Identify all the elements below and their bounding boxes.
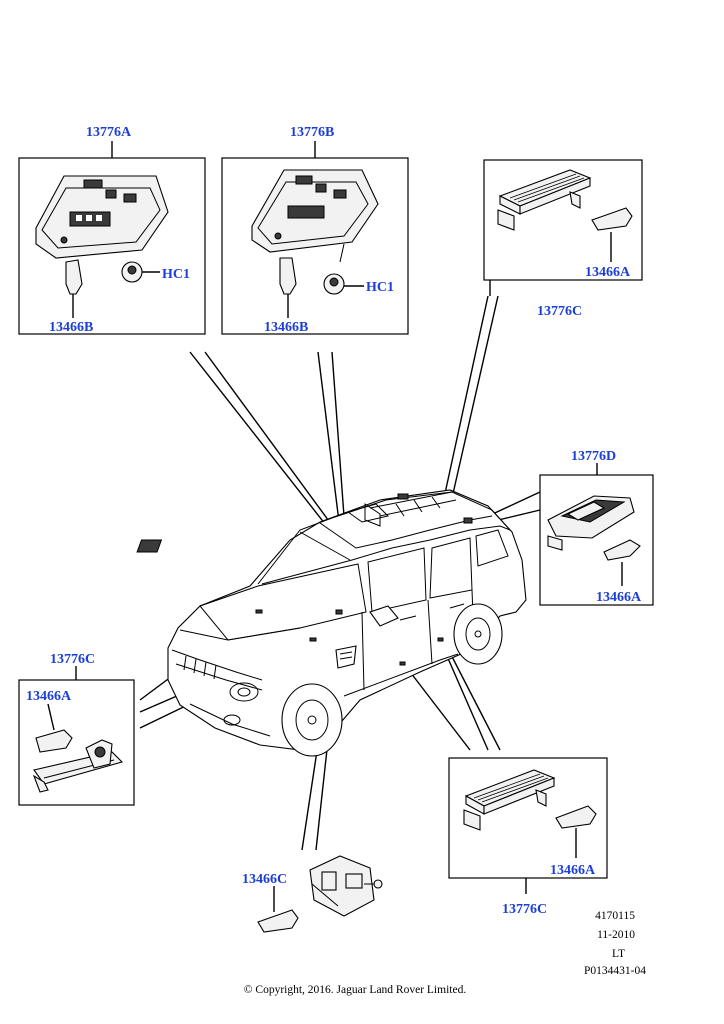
ref-line-2: 11-2010 xyxy=(597,929,635,941)
ref-line-1: 4170115 xyxy=(595,910,635,922)
label-hc1-a: HC1 xyxy=(162,267,190,282)
label-13466b-b: 13466B xyxy=(264,320,308,335)
label-13776d: 13776D xyxy=(571,449,616,464)
label-13776c-top: 13776C xyxy=(537,304,582,319)
label-13466a-top: 13466A xyxy=(585,265,631,280)
group-13776a xyxy=(18,141,206,335)
label-13466c: 13466C xyxy=(242,872,287,887)
label-13466a-left: 13466A xyxy=(26,689,72,704)
group-13776d xyxy=(539,463,654,606)
vehicle-illustration xyxy=(136,489,527,757)
labels: 13776A 13466B HC1 13776B 13466B HC1 1346… xyxy=(26,125,642,917)
label-13776c-right: 13776C xyxy=(502,902,547,917)
group-13466c xyxy=(257,855,383,933)
label-13776a: 13776A xyxy=(86,125,132,140)
label-13776b: 13776B xyxy=(290,125,334,140)
label-13466a-right: 13466A xyxy=(550,863,596,878)
label-13466a-d: 13466A xyxy=(596,590,642,605)
group-13776c-top xyxy=(483,159,643,296)
label-13776c-left: 13776C xyxy=(50,652,95,667)
ref-line-3: LT xyxy=(612,948,625,960)
group-13776b xyxy=(221,141,409,335)
label-hc1-b: HC1 xyxy=(366,280,394,295)
group-13776c-right xyxy=(448,757,608,894)
ref-line-4: P0134431-04 xyxy=(584,965,646,977)
label-13466b-a: 13466B xyxy=(49,320,93,335)
reference-block: 4170115 11-2010 LT P0134431-04 xyxy=(584,910,646,977)
group-13776c-left xyxy=(18,666,135,806)
copyright-text: © Copyright, 2016. Jaguar Land Rover Lim… xyxy=(244,984,467,996)
